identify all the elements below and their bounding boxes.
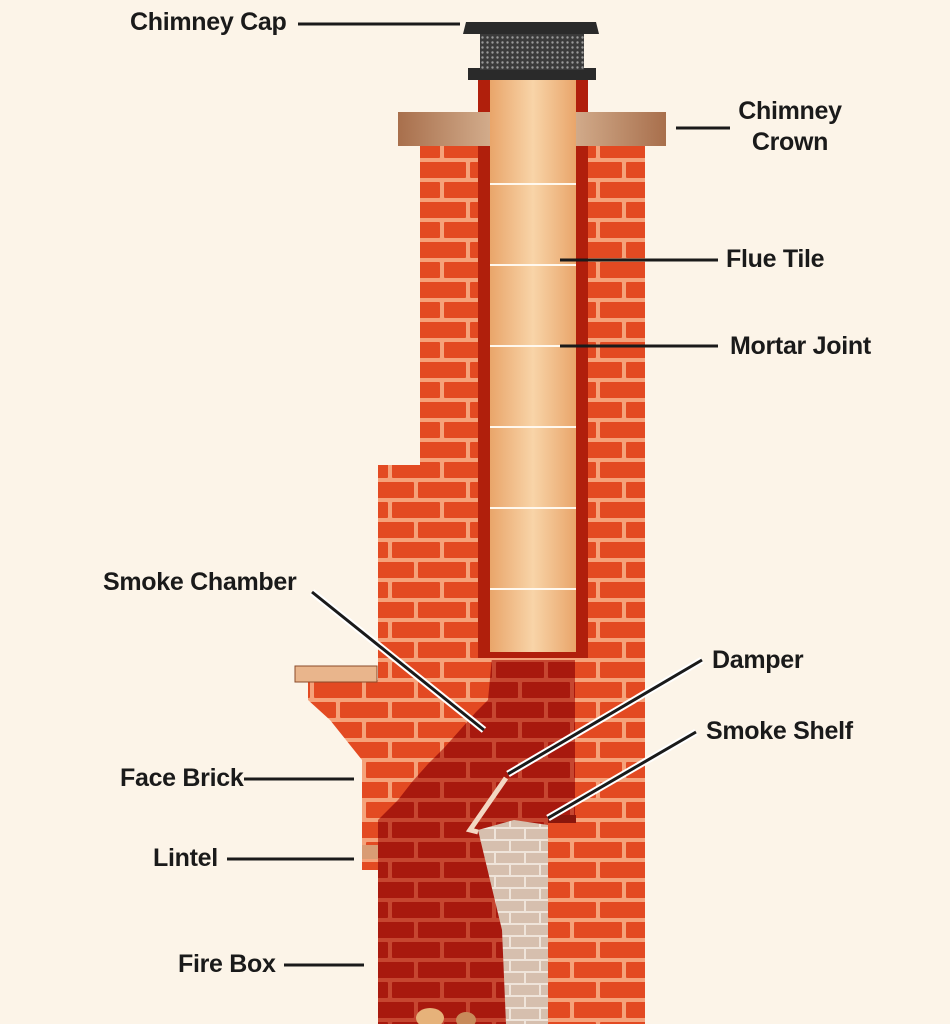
flue-liner: [478, 68, 588, 658]
label-fire-box: Fire Box: [178, 950, 276, 978]
label-flue-tile: Flue Tile: [726, 245, 825, 273]
label-chimney-cap: Chimney Cap: [130, 8, 287, 36]
label-mortar-joint: Mortar Joint: [730, 332, 871, 360]
label-chimney-crown: Chimney Crown: [730, 96, 850, 159]
firebrick-lining: [478, 820, 548, 1024]
label-face-brick: Face Brick: [120, 764, 244, 792]
damper-plate: [465, 776, 509, 835]
label-lintel: Lintel: [153, 844, 218, 872]
diagonal-leader-lines: [309, 589, 704, 822]
chimney-cap: [463, 22, 599, 80]
label-smoke-shelf: Smoke Shelf: [706, 717, 853, 745]
label-chimney-crown-line1: Chimney: [738, 97, 842, 125]
label-smoke-chamber: Smoke Chamber: [103, 568, 297, 596]
leader-lines: [227, 22, 730, 967]
label-chimney-crown-line2: Crown: [751, 128, 829, 157]
label-damper: Damper: [712, 646, 804, 674]
